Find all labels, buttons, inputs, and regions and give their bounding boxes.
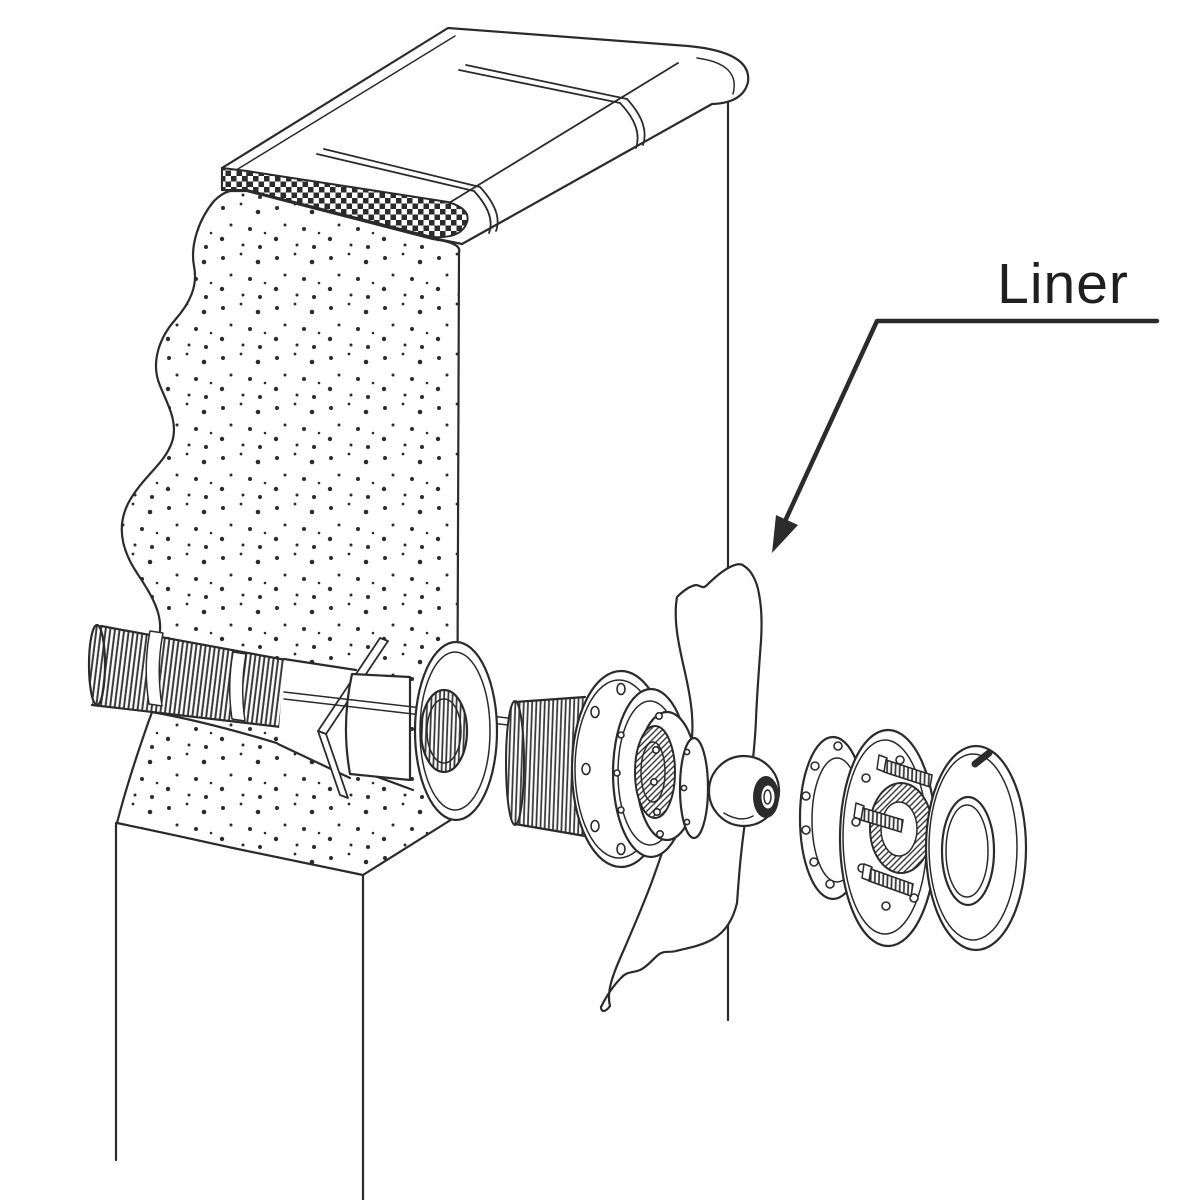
faceplate-group	[798, 728, 1028, 952]
face-plate	[634, 710, 699, 842]
flange-threaded-hub	[505, 695, 587, 838]
thread-band-1	[145, 630, 164, 707]
trim-ring-cover	[924, 744, 1028, 952]
coping-top-rail	[220, 26, 750, 246]
flange-screw-top	[876, 754, 933, 789]
locknut	[344, 672, 412, 782]
through-wall-threaded-fitting	[87, 623, 561, 822]
wall-base	[114, 821, 365, 1200]
bell-threaded-mouth	[419, 688, 469, 774]
coping-seam-1	[316, 148, 499, 234]
coping-seam-2	[458, 64, 646, 149]
retainer-ring	[678, 736, 710, 840]
trim-ring-notch	[971, 749, 993, 768]
coping-cross-section	[221, 166, 469, 239]
coping-front-edge	[448, 62, 679, 204]
flange-screw-bottom	[861, 863, 914, 898]
liner-arrowhead	[772, 515, 798, 553]
liner-annotation: Liner	[772, 252, 1160, 553]
liner-label: Liner	[997, 252, 1129, 316]
liner-leader-line	[783, 318, 1160, 522]
nozzle-opening	[753, 776, 779, 818]
flange-bell	[413, 640, 499, 822]
flange-screw-middle	[853, 802, 904, 834]
flange-assembly	[505, 669, 710, 869]
thread-band-2	[228, 651, 247, 722]
threaded-pipe	[87, 623, 288, 729]
eyeball-nozzle	[707, 754, 781, 828]
